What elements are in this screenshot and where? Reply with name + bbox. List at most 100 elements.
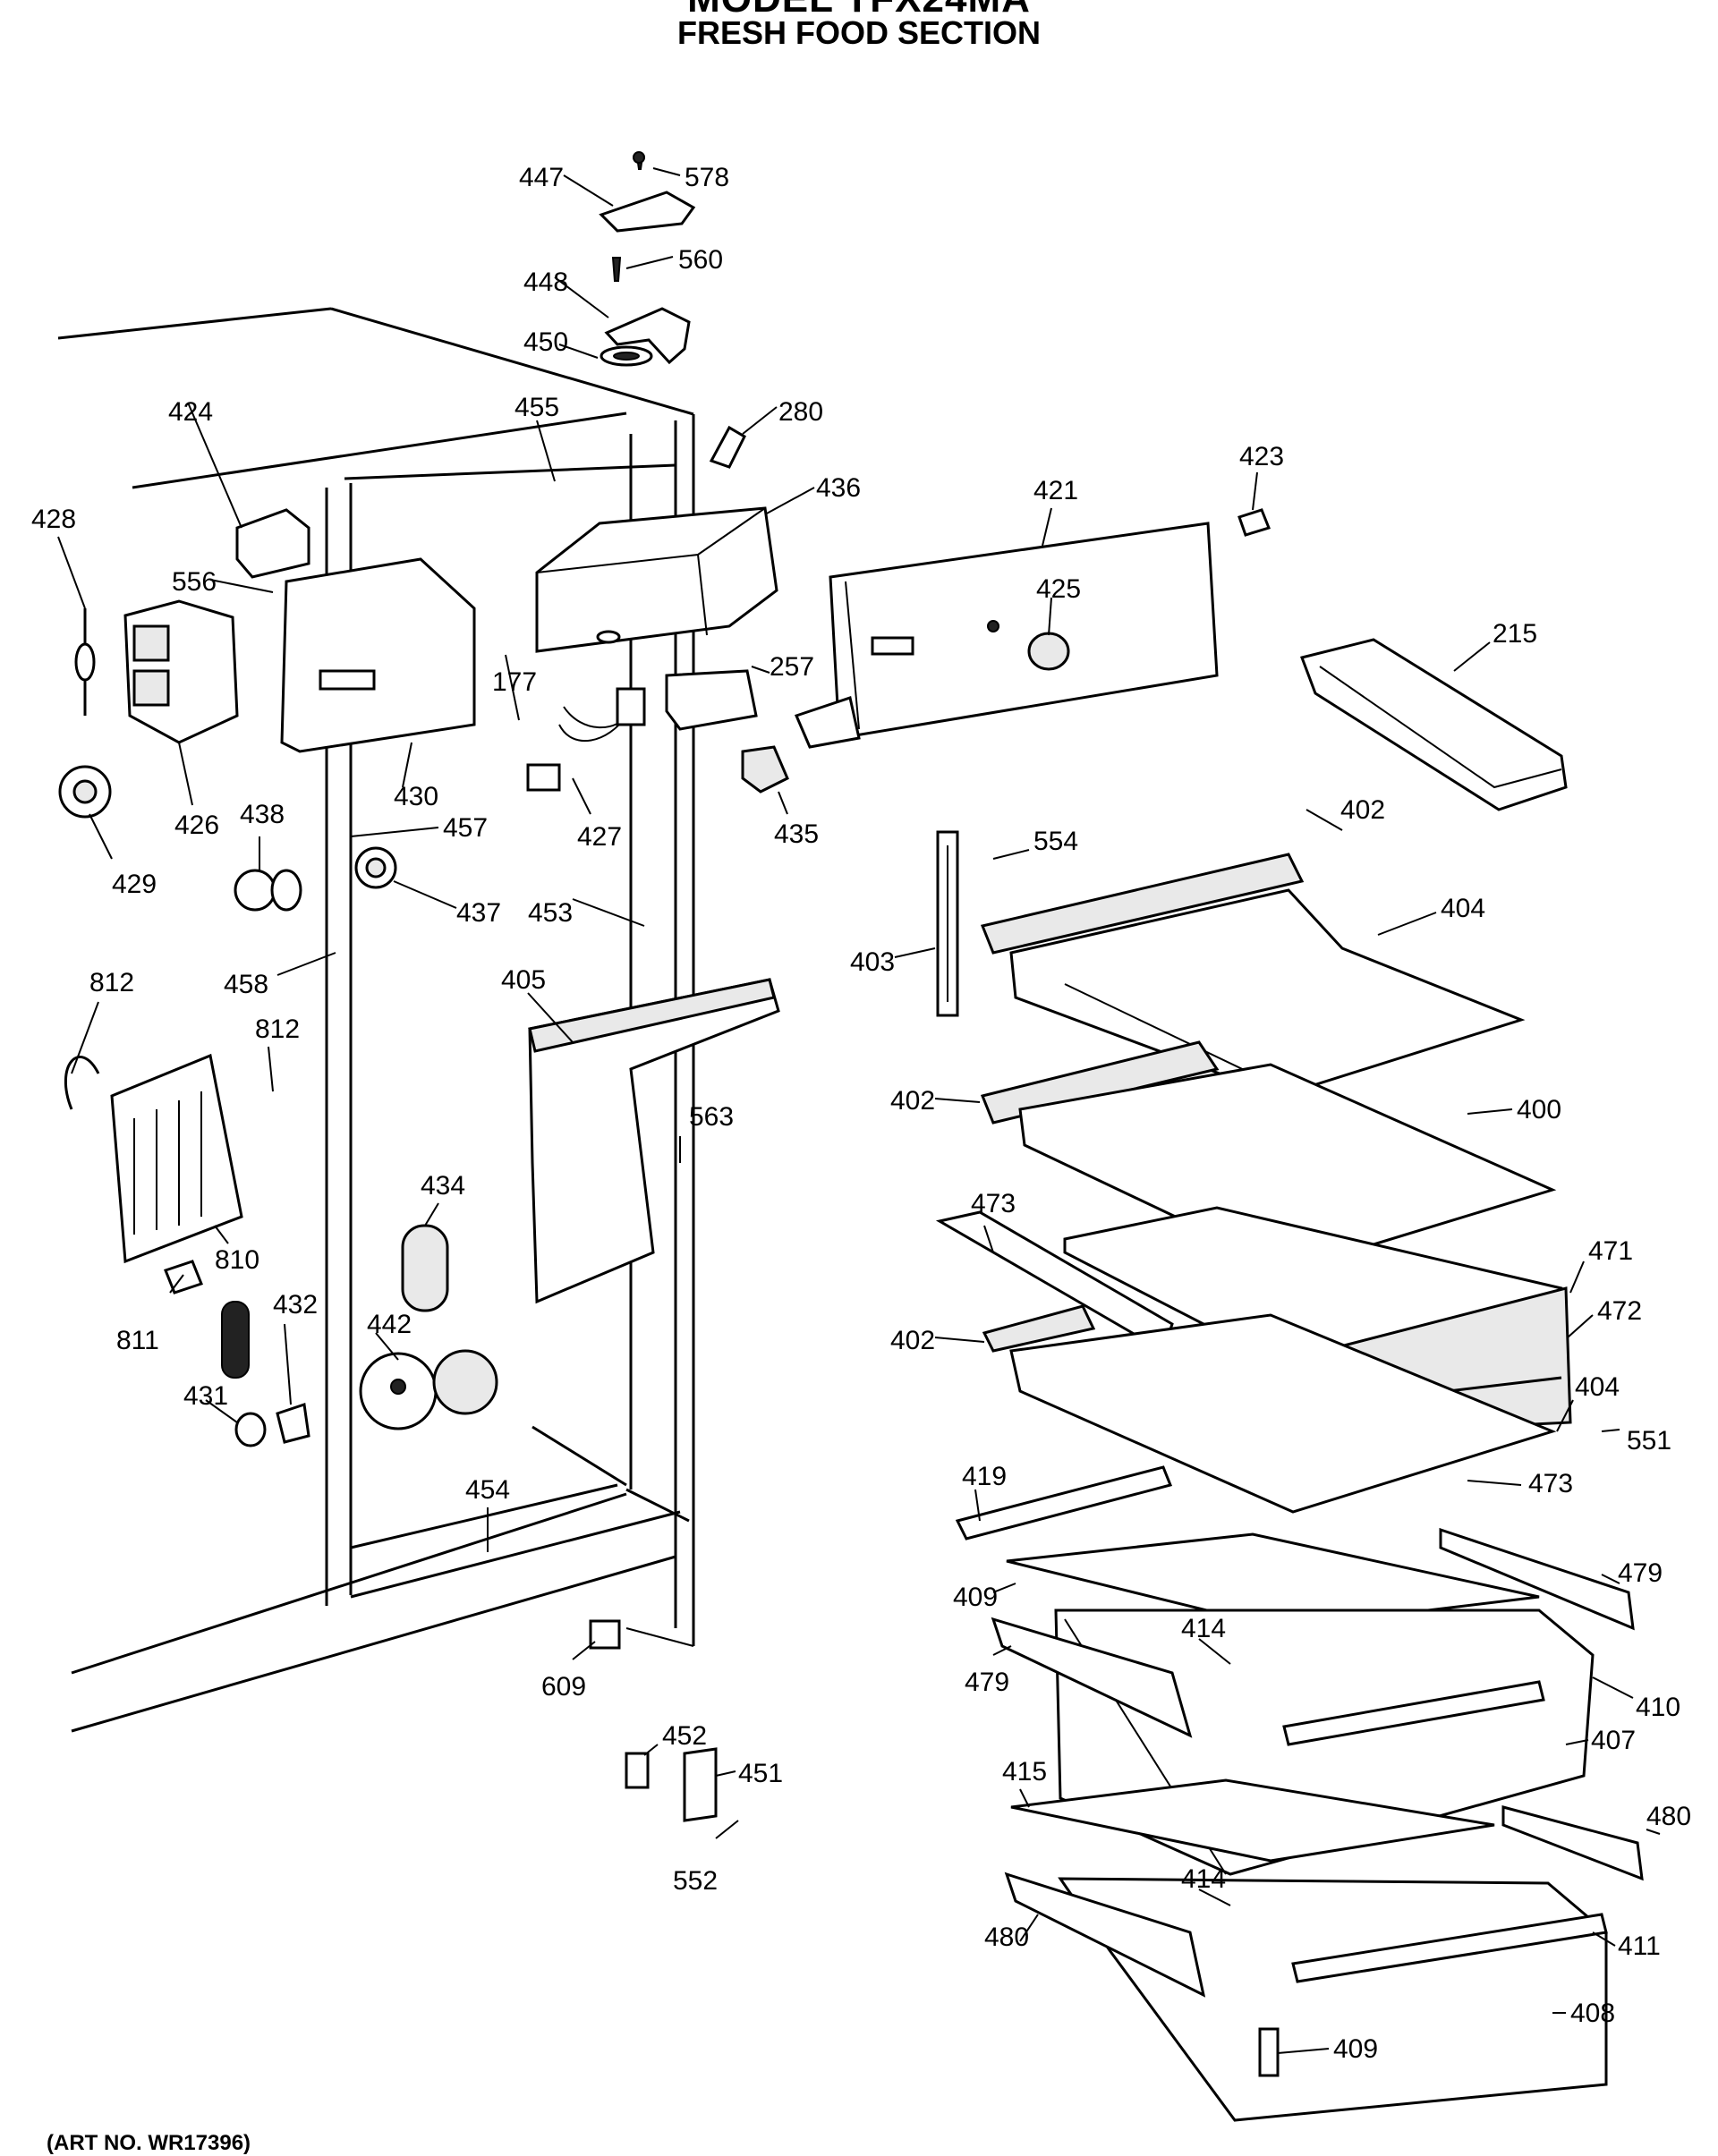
divider-473	[935, 1210, 1174, 1354]
callout-453: 453	[528, 898, 573, 928]
callout-810: 810	[215, 1245, 259, 1275]
callout-454: 454	[465, 1475, 510, 1505]
wiring-harness-427	[526, 687, 646, 792]
callout-437: 437	[456, 898, 501, 928]
shelf-404-bottom	[982, 1304, 1557, 1514]
section-title: FRESH FOOD SECTION	[676, 14, 1042, 51]
callout-451: 451	[738, 1759, 783, 1788]
callout-556: 556	[172, 567, 217, 597]
callout-408: 408	[1570, 1999, 1615, 2028]
callout-403: 403	[850, 947, 895, 977]
callout-177: 177	[492, 667, 537, 697]
crisper-pan-408	[1004, 1872, 1608, 2122]
callout-434: 434	[421, 1171, 465, 1201]
callout-426: 426	[174, 811, 219, 840]
shelf-rail-403	[936, 830, 959, 1017]
callout-578: 578	[685, 163, 729, 192]
heater-810	[64, 1053, 243, 1264]
bracket-811	[164, 1260, 203, 1294]
slide-rail-419	[955, 1465, 1173, 1541]
callout-427: 427	[577, 822, 622, 852]
callout-551: 551	[1627, 1426, 1671, 1456]
air-duct-405	[528, 978, 780, 1304]
callout-438: 438	[240, 800, 285, 829]
callout-812-left: 812	[89, 968, 134, 997]
light-socket-437	[354, 846, 397, 889]
door-bin	[1300, 638, 1568, 811]
shelf-400	[980, 1040, 1557, 1272]
callout-410: 410	[1636, 1693, 1680, 1722]
callout-280: 280	[778, 397, 823, 427]
shelf-404-top	[980, 853, 1526, 1098]
callout-257: 257	[770, 652, 814, 682]
callout-471: 471	[1588, 1236, 1633, 1266]
slide-rail-479-right	[1439, 1527, 1635, 1631]
model-title: MODEL TFX24MA	[0, 0, 1718, 21]
callout-480-left: 480	[984, 1923, 1029, 1952]
callout-479-right: 479	[1618, 1558, 1663, 1588]
callout-409-glass: 409	[953, 1583, 998, 1612]
callout-414-low: 414	[1181, 1864, 1226, 1894]
hinge-451	[625, 1747, 718, 1822]
glass-415	[1010, 1778, 1495, 1863]
switch-435	[741, 745, 789, 794]
callout-429: 429	[112, 870, 157, 899]
callout-415: 415	[1002, 1757, 1047, 1787]
callout-414-top: 414	[1181, 1614, 1226, 1643]
socket-438	[234, 869, 302, 912]
callout-450: 450	[523, 327, 568, 357]
callout-452: 452	[662, 1721, 707, 1751]
callout-448: 448	[523, 267, 568, 297]
callout-435: 435	[774, 819, 819, 849]
callout-812-right: 812	[255, 1014, 300, 1044]
control-housing	[535, 506, 778, 653]
callout-404-low: 404	[1575, 1372, 1620, 1402]
callout-424: 424	[168, 397, 213, 427]
callout-609: 609	[541, 1672, 586, 1702]
sleeve-432	[276, 1403, 310, 1444]
callout-811: 811	[116, 1326, 159, 1355]
art-number: (ART NO. WR17396)	[47, 2131, 251, 2155]
thermostat-424	[235, 508, 310, 579]
knob-429	[58, 765, 112, 819]
relay-257	[665, 669, 758, 731]
callout-472: 472	[1597, 1296, 1642, 1326]
callout-552: 552	[673, 1866, 718, 1896]
callout-405: 405	[501, 965, 546, 995]
light-socket-442	[359, 1349, 498, 1430]
control-box-430	[280, 557, 476, 753]
callout-411: 411	[1618, 1931, 1661, 1961]
callout-473-low: 473	[1528, 1469, 1573, 1498]
callout-409-pan: 409	[1333, 2034, 1378, 2064]
callout-457: 457	[443, 813, 488, 843]
callout-554: 554	[1033, 827, 1078, 856]
callout-423: 423	[1239, 442, 1284, 471]
callout-436: 436	[816, 473, 861, 503]
top-hinge-assembly	[599, 151, 746, 469]
callout-419: 419	[962, 1462, 1007, 1491]
callout-431: 431	[183, 1381, 228, 1411]
callout-402-low: 402	[890, 1326, 935, 1355]
callout-215: 215	[1493, 619, 1537, 649]
callout-563: 563	[689, 1102, 734, 1132]
light-housing-426	[123, 599, 239, 744]
callout-421: 421	[1033, 476, 1078, 505]
callout-402-top: 402	[1340, 795, 1385, 825]
callout-400: 400	[1517, 1095, 1561, 1125]
callout-447: 447	[519, 163, 564, 192]
lens-434	[401, 1224, 449, 1312]
control-panel	[794, 508, 1271, 749]
callout-425: 425	[1036, 574, 1081, 604]
callout-407: 407	[1591, 1726, 1636, 1755]
callout-479-left: 479	[965, 1668, 1009, 1697]
callout-labels: 578 447 560 448 450 280 455 424 436 421 …	[31, 163, 1691, 2064]
glass-409	[1006, 1532, 1540, 1630]
callout-442: 442	[367, 1310, 412, 1339]
callout-404-top: 404	[1441, 894, 1485, 923]
callout-458: 458	[224, 970, 268, 999]
callout-402-mid: 402	[890, 1086, 935, 1116]
bracket-609	[589, 1619, 621, 1650]
leader-lines	[57, 167, 1661, 2054]
callout-430: 430	[394, 782, 438, 811]
